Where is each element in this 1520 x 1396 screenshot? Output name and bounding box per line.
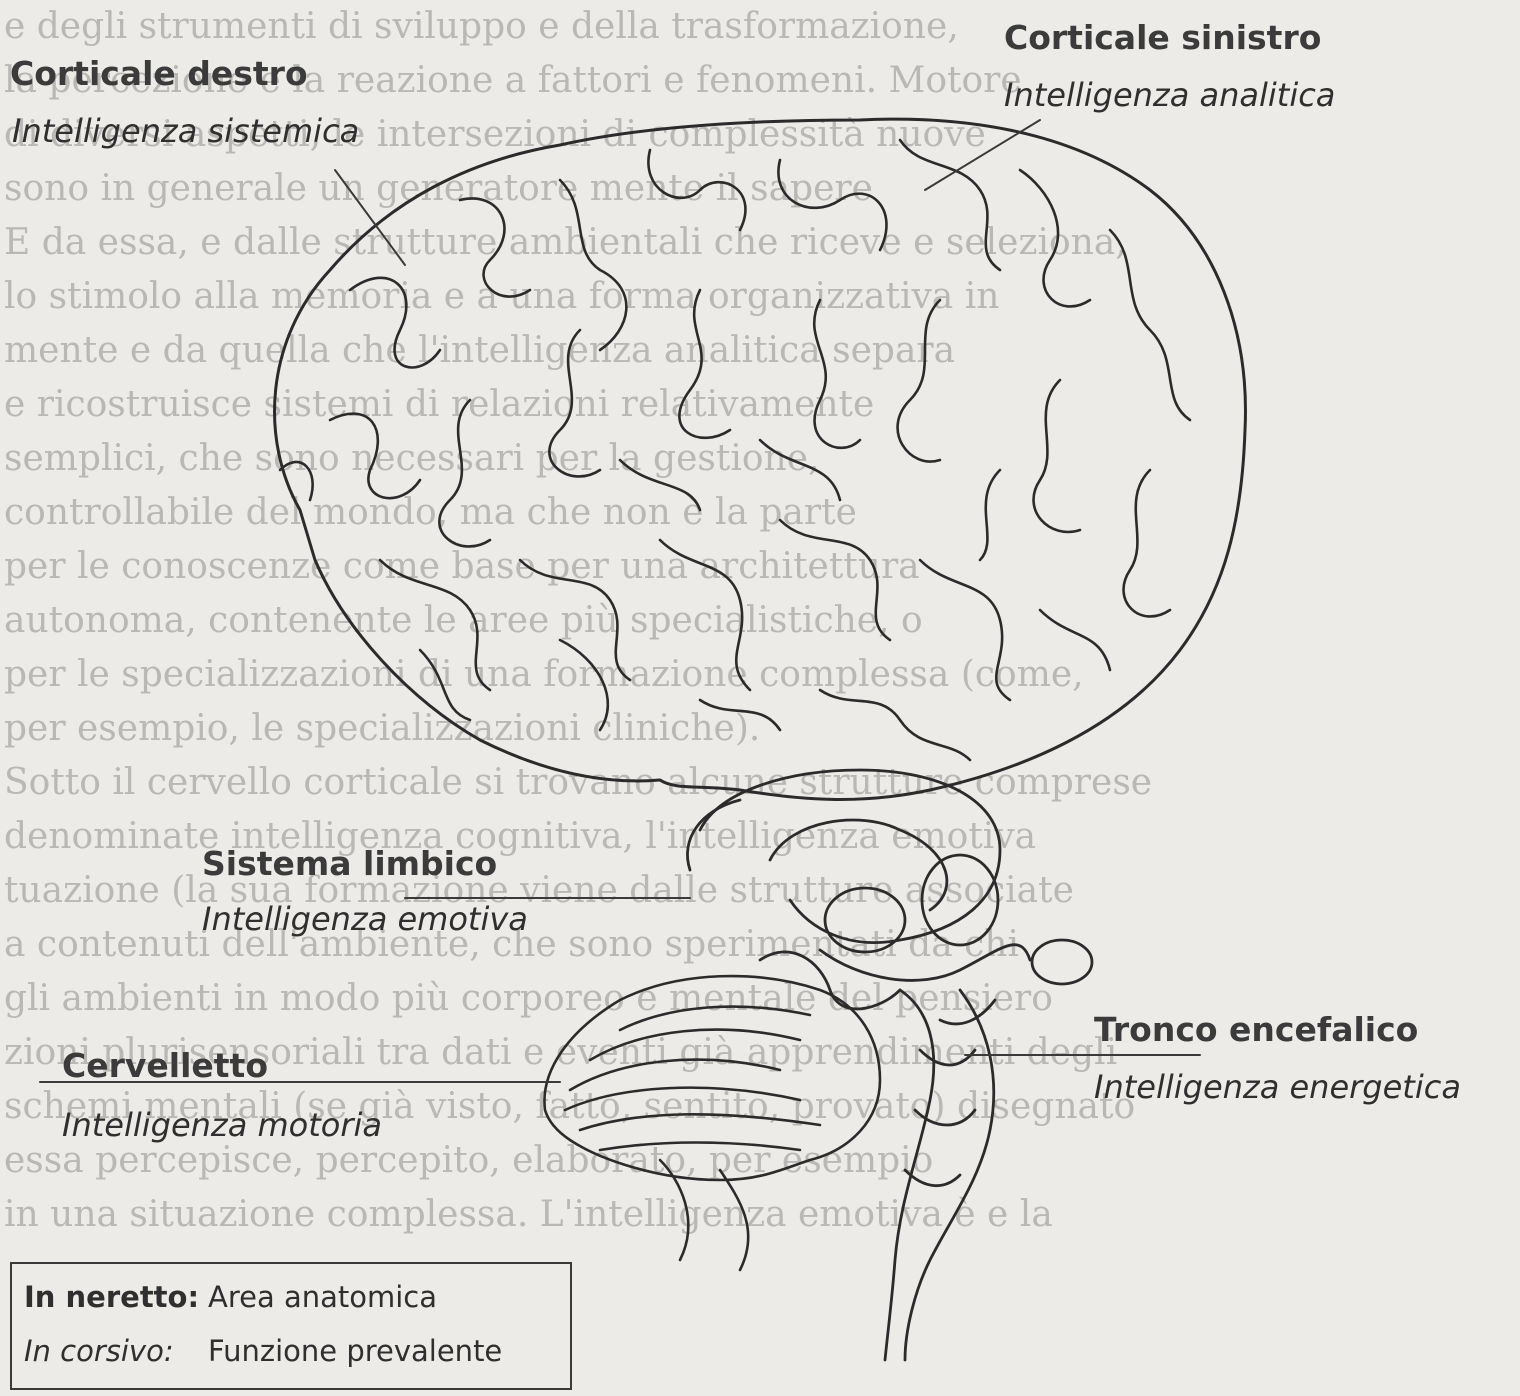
label-cervelletto-area: Cervelletto — [62, 1046, 268, 1085]
cerebrum-gyri — [280, 140, 1190, 760]
legend-italic-value: Funzione prevalente — [208, 1334, 502, 1368]
label-corticale-destro-area: Corticale destro — [10, 54, 308, 93]
cerebellum-structure — [544, 976, 880, 1270]
legend-bold-key: In neretto: — [24, 1280, 199, 1314]
legend-italic-key: In corsivo: — [24, 1334, 174, 1368]
leader-line-corticale-destro — [335, 170, 405, 265]
label-corticale-sinistro-area: Corticale sinistro — [1004, 18, 1321, 57]
label-cervelletto-func: Intelligenza motoria — [62, 1106, 382, 1144]
label-sistema-limbico-func: Intelligenza emotiva — [202, 900, 528, 938]
label-tronco-encefalico-func: Intelligenza energetica — [1094, 1068, 1461, 1106]
limbic-structures — [687, 770, 1092, 1009]
legend-bold-value: Area anatomica — [208, 1280, 437, 1314]
legend-row-italic: In corsivo: Funzione prevalente — [24, 1334, 174, 1368]
leader-line-corticale-sinistro — [925, 120, 1040, 190]
legend-box: In neretto: Area anatomica In corsivo: F… — [10, 1262, 572, 1390]
label-corticale-sinistro-func: Intelligenza analitica — [1004, 76, 1335, 114]
brainstem-structure — [885, 990, 995, 1360]
label-tronco-encefalico-area: Tronco encefalico — [1094, 1010, 1418, 1049]
cerebrum-outline — [275, 119, 1246, 799]
label-sistema-limbico-area: Sistema limbico — [202, 844, 497, 883]
label-corticale-destro-func: Intelligenza sistemica — [12, 112, 359, 150]
legend-row-bold: In neretto: Area anatomica — [24, 1280, 199, 1314]
